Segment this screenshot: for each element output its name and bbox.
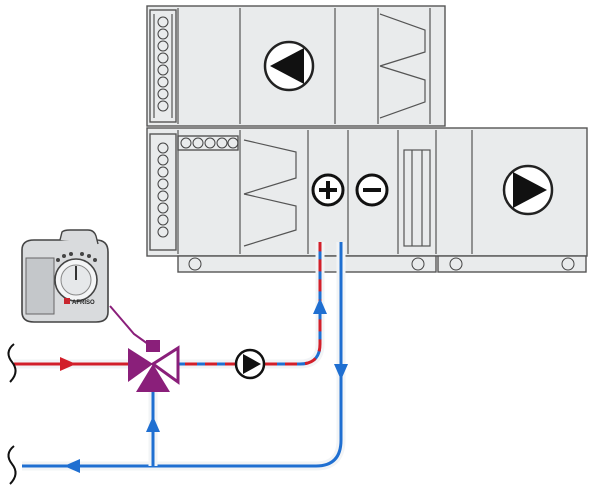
ahu-upper-section [146, 5, 446, 127]
fan-arrow-icon [502, 164, 554, 216]
minus-icon [355, 173, 389, 207]
ahu-base-frame [177, 255, 587, 273]
upper-damper [379, 13, 426, 119]
ahu-lower-section [146, 127, 588, 273]
lower-damper [243, 139, 297, 247]
pump-icon [234, 348, 266, 380]
brand-label: AFRISO [72, 300, 95, 306]
three-way-valve-icon [128, 340, 180, 392]
brand-logo-mark [64, 298, 70, 304]
controller-link [109, 305, 149, 345]
lower-top-coil-row [177, 135, 239, 151]
supply-inlet-pipe [14, 357, 130, 371]
upper-fan-icon [263, 40, 315, 92]
droplet-separator [403, 149, 431, 247]
bypass-pipe [146, 390, 160, 466]
pipe-network [7, 242, 348, 485]
lower-filter-coil [157, 142, 169, 238]
actuator-controller-icon: AFRISO [21, 229, 109, 323]
upper-filter-coil [153, 14, 173, 118]
plus-icon [311, 173, 345, 207]
wavy-break-icon [7, 343, 17, 485]
return-pipe [22, 242, 348, 473]
supply-pipe [175, 242, 327, 369]
